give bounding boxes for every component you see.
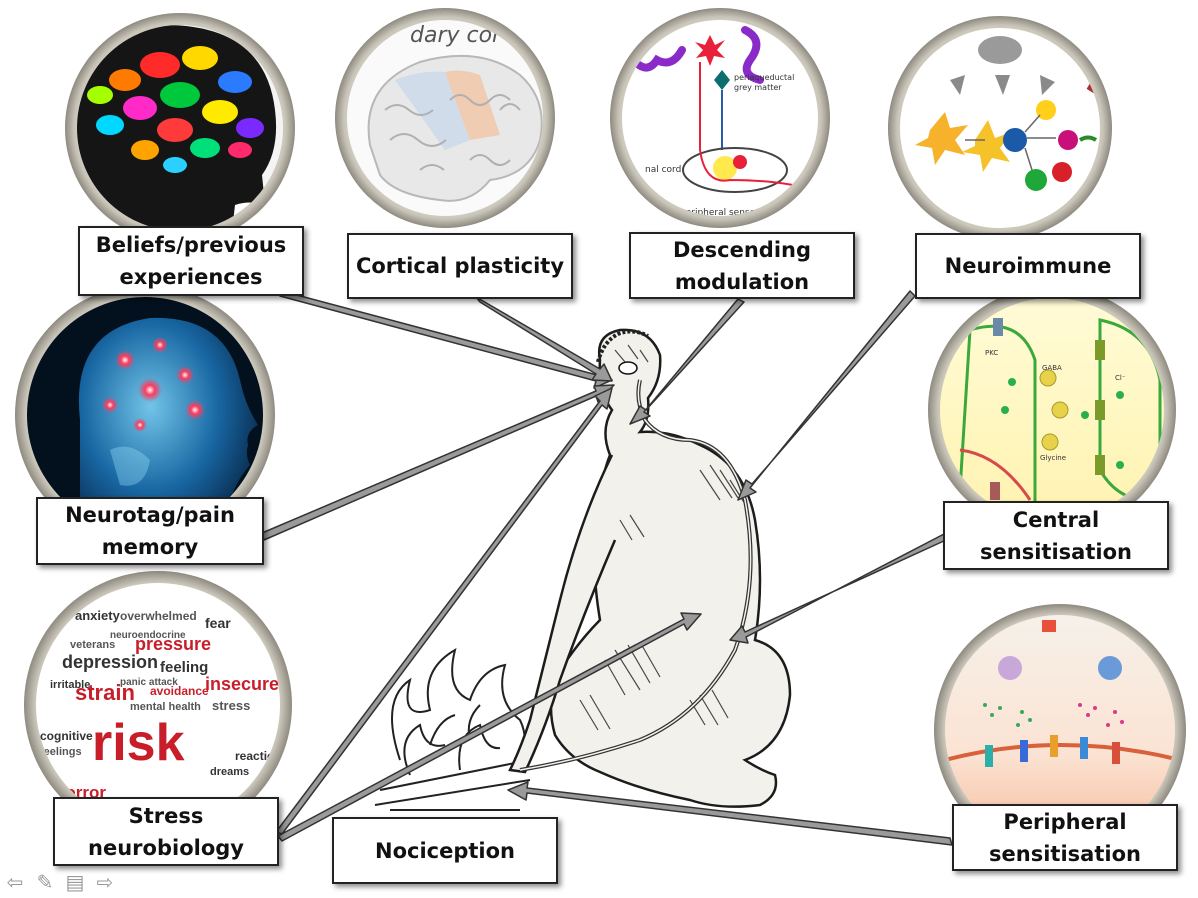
label-stress-neurobiology: Stress neurobiology <box>53 797 279 866</box>
arrow-stress-2 <box>277 612 702 842</box>
cortical-brain-image: dary cor <box>335 8 555 228</box>
stress-word-21: irritable <box>50 679 90 691</box>
beliefs-image <box>65 13 295 243</box>
arrow-neuroimmune <box>737 290 916 501</box>
neurotag-head-image <box>15 285 275 545</box>
label-central-text: Central sensitisation <box>980 507 1132 564</box>
label-peripheral-text: Peripheral sensitisation <box>989 809 1141 866</box>
stress-word-1: overwhelmed <box>120 609 197 623</box>
menu-icon[interactable]: ▤ <box>65 870 85 894</box>
label-central-sensitisation: Central sensitisation <box>943 501 1169 570</box>
neuroimmune-cells-image <box>888 16 1112 240</box>
pkc-text: PKC <box>985 349 998 357</box>
slide-navigation: ⇦ ✎ ▤ ⇨ <box>2 868 132 896</box>
stress-word-18: cognitive <box>40 729 93 743</box>
stress-word-20: veterans <box>70 639 115 651</box>
next-arrow-icon[interactable]: ⇨ <box>96 870 114 894</box>
stress-word-2: fear <box>205 615 231 631</box>
stress-word-9: stress <box>212 698 250 713</box>
arrow-descending <box>629 298 745 425</box>
peripheral-nerve-label: peripheral sensory nerve <box>680 208 793 218</box>
pen-icon[interactable]: ✎ <box>36 870 54 894</box>
stress-word-24: neuroendocrine <box>110 630 186 641</box>
descending-pathway-image: periaqueductal grey matter nal cord peri… <box>610 8 830 228</box>
label-cortical-text: Cortical plasticity <box>355 254 565 278</box>
stress-word-4: depression <box>62 652 158 672</box>
label-peripheral-sensitisation: Peripheral sensitisation <box>952 804 1178 871</box>
arrow-cortical <box>475 296 613 382</box>
stress-word-8: avoidance <box>150 684 209 698</box>
label-beliefs: Beliefs/previous experiences <box>78 226 304 296</box>
previous-arrow-icon[interactable]: ⇦ <box>6 870 24 894</box>
label-descending-modulation: Descending modulation <box>629 232 855 299</box>
periaqueductal-label-2: grey matter <box>734 83 782 92</box>
cl-text: Cl⁻ <box>1115 374 1126 382</box>
stress-word-10: risk <box>92 714 185 772</box>
label-neuroimmune: Neuroimmune <box>915 233 1141 299</box>
periaqueductal-label: periaqueductal <box>734 73 794 82</box>
stress-word-7: insecure <box>205 674 279 694</box>
label-descending-text: Descending modulation <box>672 237 812 294</box>
label-cortical-plasticity: Cortical plasticity <box>347 233 573 299</box>
label-neurotag: Neurotag/pain memory <box>36 497 264 565</box>
arrow-stress-1 <box>275 387 613 835</box>
stress-word-5: feeling <box>160 659 208 676</box>
spinal-cord-label: nal cord <box>645 165 681 175</box>
connector-arrows <box>261 289 953 846</box>
gaba-text: GABA <box>1042 364 1062 372</box>
label-stress-text: Stress neurobiology <box>88 803 244 860</box>
stress-word-23: panic attack <box>120 677 178 688</box>
label-nociception-text: Nociception <box>375 838 515 863</box>
label-neurotag-text: Neurotag/pain memory <box>65 503 235 559</box>
stress-word-3: pressure <box>135 634 211 654</box>
stress-word-0: anxiety <box>75 608 121 623</box>
arrow-peripheral <box>507 781 953 846</box>
label-neuroimmune-text: Neuroimmune <box>944 254 1112 278</box>
stress-word-19: feelings <box>40 746 82 758</box>
stress-word-22: mental health <box>130 701 201 713</box>
label-nociception: Nociception <box>332 817 558 884</box>
arrow-central <box>729 533 947 644</box>
label-beliefs-text: Beliefs/previous experiences <box>95 233 287 289</box>
kneeling-figure-illustration <box>374 328 792 811</box>
glycine-text: Glycine <box>1040 454 1066 462</box>
stress-word-6: strain <box>75 680 135 705</box>
stress-word-25: dreams <box>210 766 249 778</box>
